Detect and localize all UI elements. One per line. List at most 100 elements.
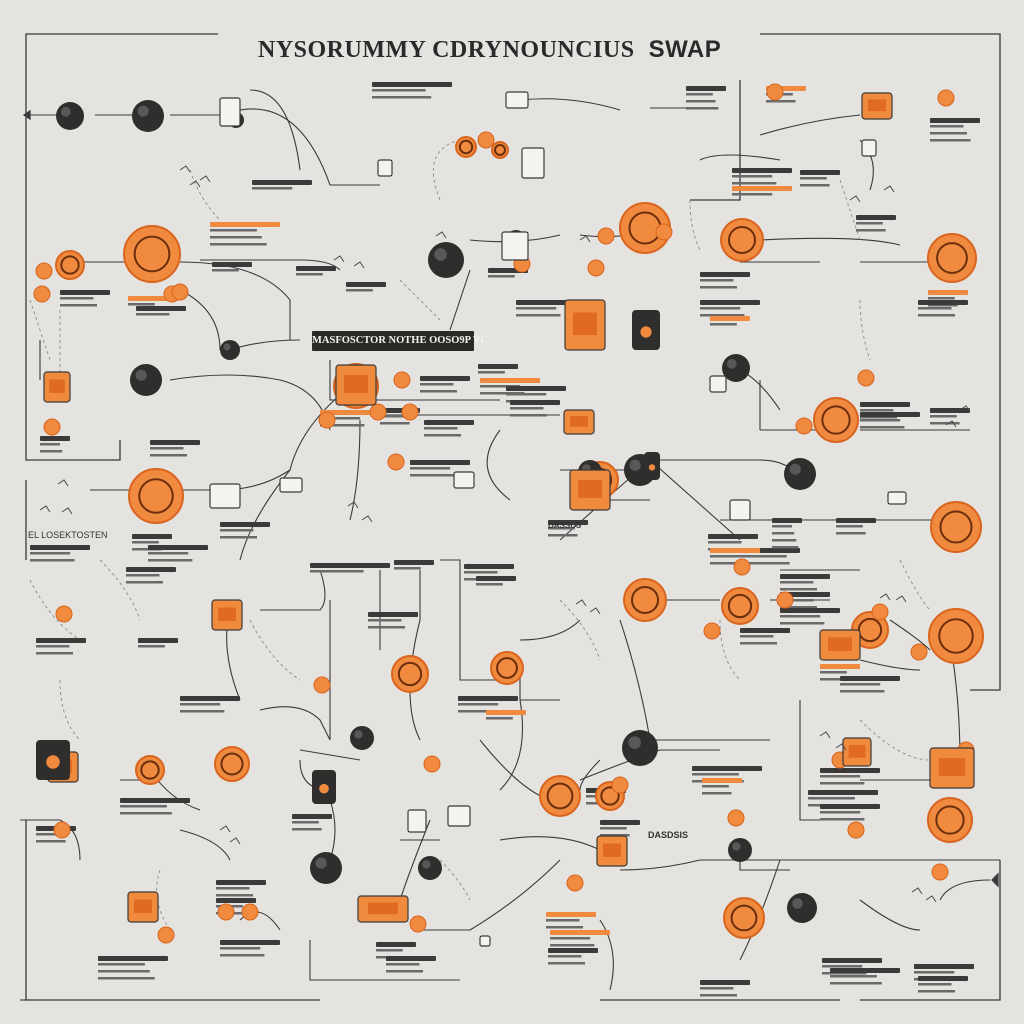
dot-icon xyxy=(43,418,61,436)
dot-icon xyxy=(703,622,721,640)
text-bar xyxy=(320,410,380,415)
text-line xyxy=(60,297,94,300)
text-line xyxy=(126,574,160,577)
tick-icon xyxy=(39,505,51,513)
text-line xyxy=(546,926,583,929)
cluster-label-mid-right: DASSUS xyxy=(548,521,582,530)
document-icon xyxy=(279,477,303,493)
coin-icon xyxy=(927,233,977,283)
document-icon xyxy=(479,935,491,947)
text-line xyxy=(36,840,66,843)
dashed-connector xyxy=(249,619,301,681)
tick-icon xyxy=(879,593,891,601)
text-line xyxy=(346,289,373,292)
text-bar xyxy=(138,638,178,643)
document-icon xyxy=(407,809,427,833)
dot-icon xyxy=(35,262,53,280)
coin-icon-inner xyxy=(60,255,80,275)
text-bar xyxy=(368,612,418,617)
text-line xyxy=(740,635,774,638)
coin-icon xyxy=(135,755,165,785)
tick-icon xyxy=(819,731,831,739)
page-title: NYSORUMMY CDRYNOUNCIUS SWAP xyxy=(258,36,721,64)
text-line xyxy=(830,982,882,985)
lock-icon-keyhole xyxy=(640,326,652,338)
dashed-connector xyxy=(689,199,701,251)
text-line xyxy=(210,229,257,232)
text-bar xyxy=(476,576,516,581)
dot-icon xyxy=(401,403,419,421)
connector xyxy=(169,374,331,431)
wallet-icon-face xyxy=(578,480,602,498)
title-main: NYSORUMMY CDRYNOUNCIUS xyxy=(258,37,635,63)
dot-icon xyxy=(776,591,794,609)
text-line xyxy=(686,107,719,110)
text-line xyxy=(220,954,265,957)
connector xyxy=(499,836,601,851)
text-line xyxy=(686,100,716,103)
text-line xyxy=(424,434,461,437)
text-line xyxy=(836,532,866,535)
text-bar xyxy=(480,378,540,383)
node-dark-icon xyxy=(784,458,816,490)
connector xyxy=(239,108,380,186)
node-dark-icon xyxy=(56,102,84,130)
connector xyxy=(649,459,741,541)
text-line xyxy=(860,416,897,419)
text-line xyxy=(780,588,817,591)
text-bar xyxy=(860,412,920,417)
coin-icon xyxy=(721,587,759,625)
document-icon xyxy=(861,139,877,157)
connector xyxy=(329,799,336,861)
text-bar xyxy=(918,300,968,305)
coin-icon xyxy=(123,225,181,283)
text-bar xyxy=(464,564,514,569)
text-bar xyxy=(180,696,240,701)
dot-icon xyxy=(766,83,784,101)
text-line xyxy=(478,371,505,374)
node-dark-icon xyxy=(130,364,162,396)
text-line xyxy=(132,541,159,544)
text-line xyxy=(220,536,257,539)
text-line xyxy=(930,125,964,128)
dashed-connector xyxy=(432,139,461,201)
tick-icon xyxy=(333,255,345,263)
tick-icon xyxy=(835,743,847,751)
text-line xyxy=(772,532,795,535)
connector xyxy=(349,419,361,521)
text-line xyxy=(780,622,825,625)
text-bar xyxy=(930,408,970,413)
text-line xyxy=(732,175,773,178)
text-bar xyxy=(772,518,802,523)
lock-icon-keyhole xyxy=(46,755,60,769)
dot-icon xyxy=(217,903,235,921)
text-line xyxy=(820,671,847,674)
node-dark-icon xyxy=(728,838,752,862)
text-line xyxy=(708,541,742,544)
coin-icon-inner xyxy=(936,242,968,274)
text-line xyxy=(600,834,630,837)
node-dark-highlight xyxy=(628,736,641,749)
text-line xyxy=(550,937,591,940)
text-bar xyxy=(386,956,436,961)
document-icon xyxy=(521,147,545,179)
text-bar xyxy=(800,170,840,175)
text-bar xyxy=(148,545,208,550)
text-bar xyxy=(136,306,186,311)
connector xyxy=(619,859,701,871)
tick-icon xyxy=(179,165,191,173)
title-suffix: SWAP xyxy=(648,36,722,63)
dashed-connector xyxy=(189,169,221,221)
coin-icon-inner xyxy=(140,760,160,780)
wallet-icon-face xyxy=(368,902,398,915)
dot-icon xyxy=(587,259,605,277)
document-icon xyxy=(709,375,727,393)
dot-icon xyxy=(857,369,875,387)
document-icon xyxy=(501,231,529,261)
dot-icon xyxy=(727,809,745,827)
text-line xyxy=(180,703,221,706)
text-line xyxy=(252,187,293,190)
node-dark-highlight xyxy=(422,860,431,869)
node-dark-icon xyxy=(428,242,464,278)
coin-icon-inner xyxy=(220,752,244,776)
